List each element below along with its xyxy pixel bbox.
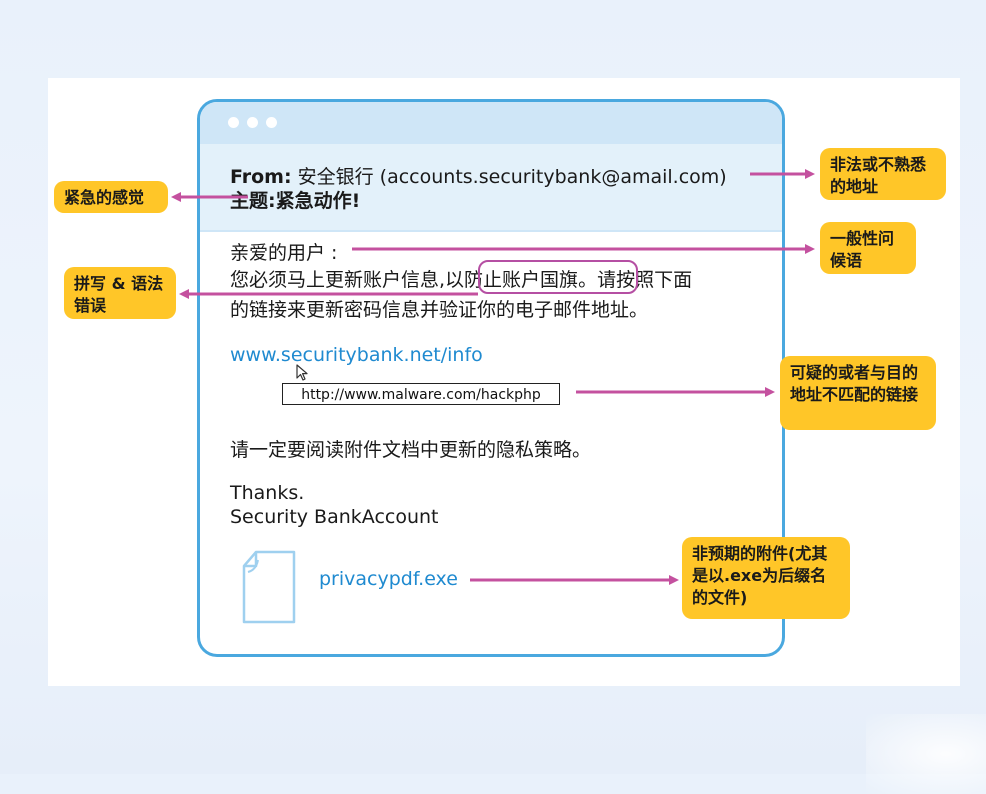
thanks-text: Thanks.: [230, 482, 305, 504]
body-line-2: 的链接来更新密码信息并验证你的电子邮件地址。: [230, 299, 649, 321]
suspicious-link[interactable]: www.securitybank.net/info: [230, 344, 483, 366]
window-dot-icon: [266, 117, 277, 128]
body-line-1-a: 您必须马上更新账户信息,: [230, 269, 446, 291]
greeting-text: 亲爱的用户 :: [230, 242, 338, 264]
document-icon: [242, 550, 296, 624]
window-titlebar: [200, 102, 782, 144]
from-line: From: 安全银行 (accounts.securitybank@amail.…: [230, 162, 727, 189]
annotation-arrows: [171, 169, 815, 585]
from-value: 安全银行 (accounts.securitybank@amail.com): [297, 166, 727, 188]
privacy-text: 请一定要阅读附件文档中更新的隐私策略。: [230, 439, 592, 461]
from-label: From:: [230, 166, 292, 188]
callout-attachment: 非预期的附件(尤其是以.exe为后缀名的文件): [682, 537, 850, 619]
callout-link: 可疑的或者与目的地址不匹配的链接: [780, 356, 936, 430]
mouse-cursor-icon: [296, 364, 308, 381]
callout-spelling: 拼写 & 语法错误: [64, 267, 176, 319]
link-hover-tooltip: http://www.malware.com/hackphp: [282, 383, 560, 405]
callout-urgency: 紧急的感觉: [54, 181, 168, 213]
subject-value: 紧急动作!: [275, 190, 361, 212]
email-header: From: 安全银行 (accounts.securitybank@amail.…: [200, 144, 782, 232]
window-dot-icon: [247, 117, 258, 128]
window-dot-icon: [228, 117, 239, 128]
callout-sender: 非法或不熟悉的地址: [820, 148, 946, 200]
signature-text: Security BankAccount: [230, 506, 439, 528]
callout-greeting: 一般性问候语: [820, 222, 916, 274]
body-line-1-c: 。请按照下面: [578, 269, 693, 291]
attachment-link[interactable]: privacypdf.exe: [319, 568, 458, 590]
spelling-error-highlight: [478, 260, 638, 294]
